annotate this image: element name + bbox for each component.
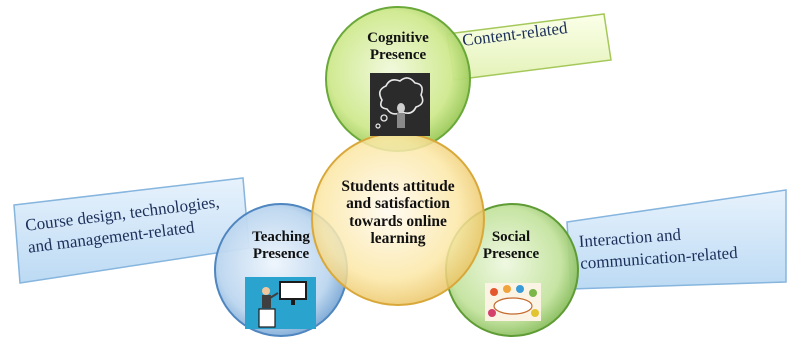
presenter-icon: [245, 277, 316, 329]
thought-cloud-icon: [370, 73, 430, 136]
social-presence-label: Social Presence: [482, 229, 540, 262]
people-icon: [485, 283, 541, 321]
teaching-presence-label: Teaching Presence: [252, 229, 310, 262]
cognitive-presence-label: Cognitive Presence: [367, 30, 429, 63]
center-label: Students attitude and satisfaction towar…: [341, 178, 455, 248]
